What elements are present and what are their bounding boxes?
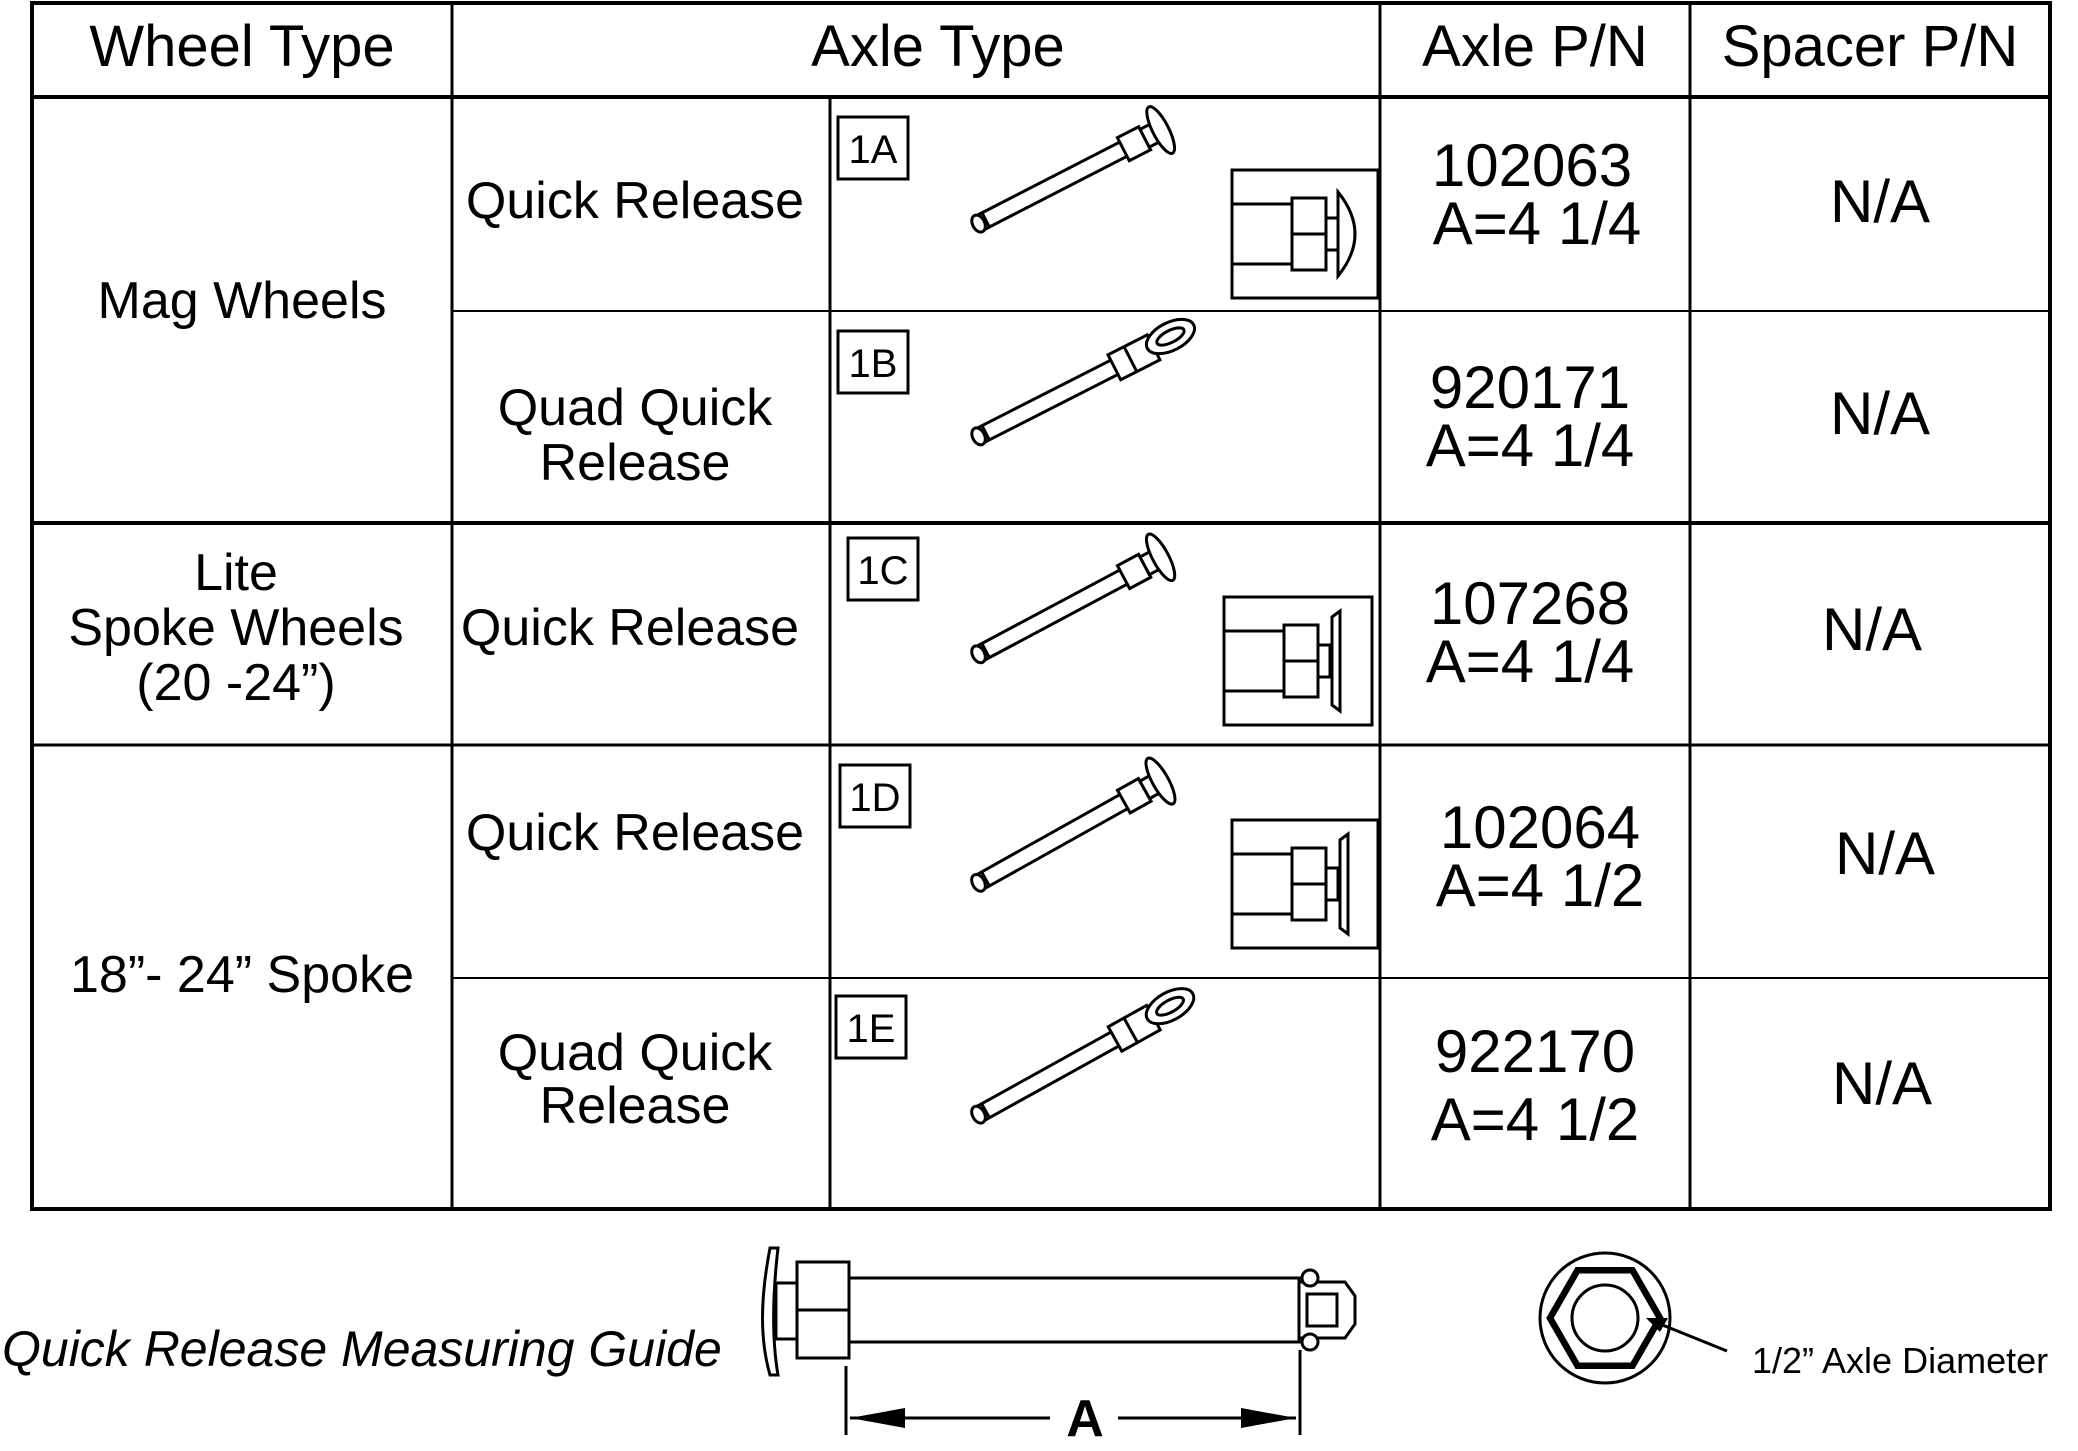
axle-a-row-1: A=4 1/4	[1433, 190, 1642, 257]
axle-type-row-5-line-2: Release	[540, 1077, 731, 1135]
axle-type-row-5-line-1: Quad Quick	[498, 1024, 774, 1082]
header-wheel-type: Wheel Type	[89, 14, 394, 79]
axle-a-row-4: A=4 1/2	[1436, 852, 1645, 919]
spacer-pn-row-5: N/A	[1832, 1050, 1932, 1117]
table-header: Wheel Type Axle Type Axle P/N Spacer P/N	[89, 14, 2018, 79]
measuring-guide: Quick Release Measuring Guide A	[2, 1246, 2048, 1448]
axle-tag-1d: 1D	[838, 763, 912, 829]
axle-rod	[970, 317, 1197, 447]
axle-pn-row-2: 920171	[1430, 354, 1630, 421]
axle-illustration-1b: 1B	[836, 317, 1197, 447]
axle-type-row-1: Quick Release	[466, 172, 804, 230]
header-spacer-pn: Spacer P/N	[1722, 14, 2019, 79]
spacer-pn-column: N/A N/A N/A N/A N/A	[1822, 168, 1935, 1117]
svg-text:1C: 1C	[857, 549, 908, 593]
axle-type-row-4: Quick Release	[466, 804, 804, 862]
axle-a-row-2: A=4 1/4	[1426, 412, 1635, 479]
axle-illustrations: 1A 1B 1C 1D 1E	[834, 105, 1380, 1125]
wheel-type-lite-line-2: Spoke Wheels	[68, 599, 403, 657]
axle-rod	[970, 987, 1196, 1125]
axle-pn-row-3: 107268	[1430, 570, 1630, 637]
axle-cross-section	[1538, 1251, 1728, 1385]
axle-tag-1b: 1B	[836, 329, 910, 395]
wheel-type-lite-line-3: (20 -24”)	[136, 654, 335, 712]
dimension-line-a	[844, 1350, 1302, 1435]
axle-pn-row-4: 102064	[1440, 794, 1640, 861]
axle-type-row-2-line-2: Release	[540, 434, 731, 492]
spacer-pn-row-2: N/A	[1830, 380, 1930, 447]
wheel-type-18-24-spoke: 18”- 24” Spoke	[70, 946, 414, 1004]
axle-pn-row-5: 922170	[1435, 1018, 1635, 1085]
spacer-pn-row-1: N/A	[1830, 168, 1930, 235]
axle-tag-1c: 1C	[846, 536, 920, 602]
axle-tag-1e: 1E	[834, 994, 908, 1060]
svg-text:1A: 1A	[849, 128, 898, 172]
axle-pn-column: 102063 A=4 1/4 920171 A=4 1/4 107268 A=4…	[1426, 132, 1645, 1153]
dimension-label-a: A	[1066, 1390, 1104, 1448]
header-axle-pn: Axle P/N	[1422, 14, 1648, 79]
wheel-type-column: Mag Wheels Lite Spoke Wheels (20 -24”) 1…	[68, 272, 414, 1004]
axle-illustration-1a: 1A	[836, 105, 1380, 300]
axle-illustration-1d: 1D	[838, 756, 1380, 950]
axle-tag-1a: 1A	[836, 115, 910, 181]
table-grid	[30, 1, 2052, 1211]
axle-illustration-1e: 1E	[834, 987, 1196, 1125]
axle-cap-detail-inset	[1230, 818, 1380, 950]
axle-type-column: Quick Release Quad Quick Release Quick R…	[461, 172, 804, 1135]
axle-pn-row-1: 102063	[1432, 132, 1632, 199]
axle-diameter-note: 1/2” Axle Diameter	[1752, 1340, 2048, 1381]
axle-illustration-1c: 1C	[846, 532, 1374, 727]
svg-text:1B: 1B	[849, 342, 898, 386]
spacer-pn-row-3: N/A	[1822, 596, 1922, 663]
axle-cap-detail-inset	[1222, 595, 1374, 727]
axle-a-row-3: A=4 1/4	[1426, 628, 1635, 695]
axle-type-row-3: Quick Release	[461, 599, 799, 657]
svg-text:1D: 1D	[849, 776, 900, 820]
measuring-guide-title: Quick Release Measuring Guide	[2, 1321, 722, 1377]
wheel-type-lite-line-1: Lite	[194, 544, 278, 602]
header-axle-type: Axle Type	[811, 14, 1065, 79]
svg-text:1E: 1E	[847, 1007, 896, 1051]
spacer-pn-row-4: N/A	[1835, 820, 1935, 887]
axle-a-row-5: A=4 1/2	[1431, 1086, 1640, 1153]
axle-rod	[970, 532, 1177, 665]
axle-rod	[970, 756, 1177, 893]
axle-cap-detail-inset	[1230, 168, 1380, 300]
measuring-axle-drawing	[761, 1246, 1357, 1377]
axle-type-row-2-line-1: Quad Quick	[498, 379, 774, 437]
axle-rod	[970, 105, 1177, 234]
wheel-type-mag-wheels: Mag Wheels	[98, 272, 387, 330]
